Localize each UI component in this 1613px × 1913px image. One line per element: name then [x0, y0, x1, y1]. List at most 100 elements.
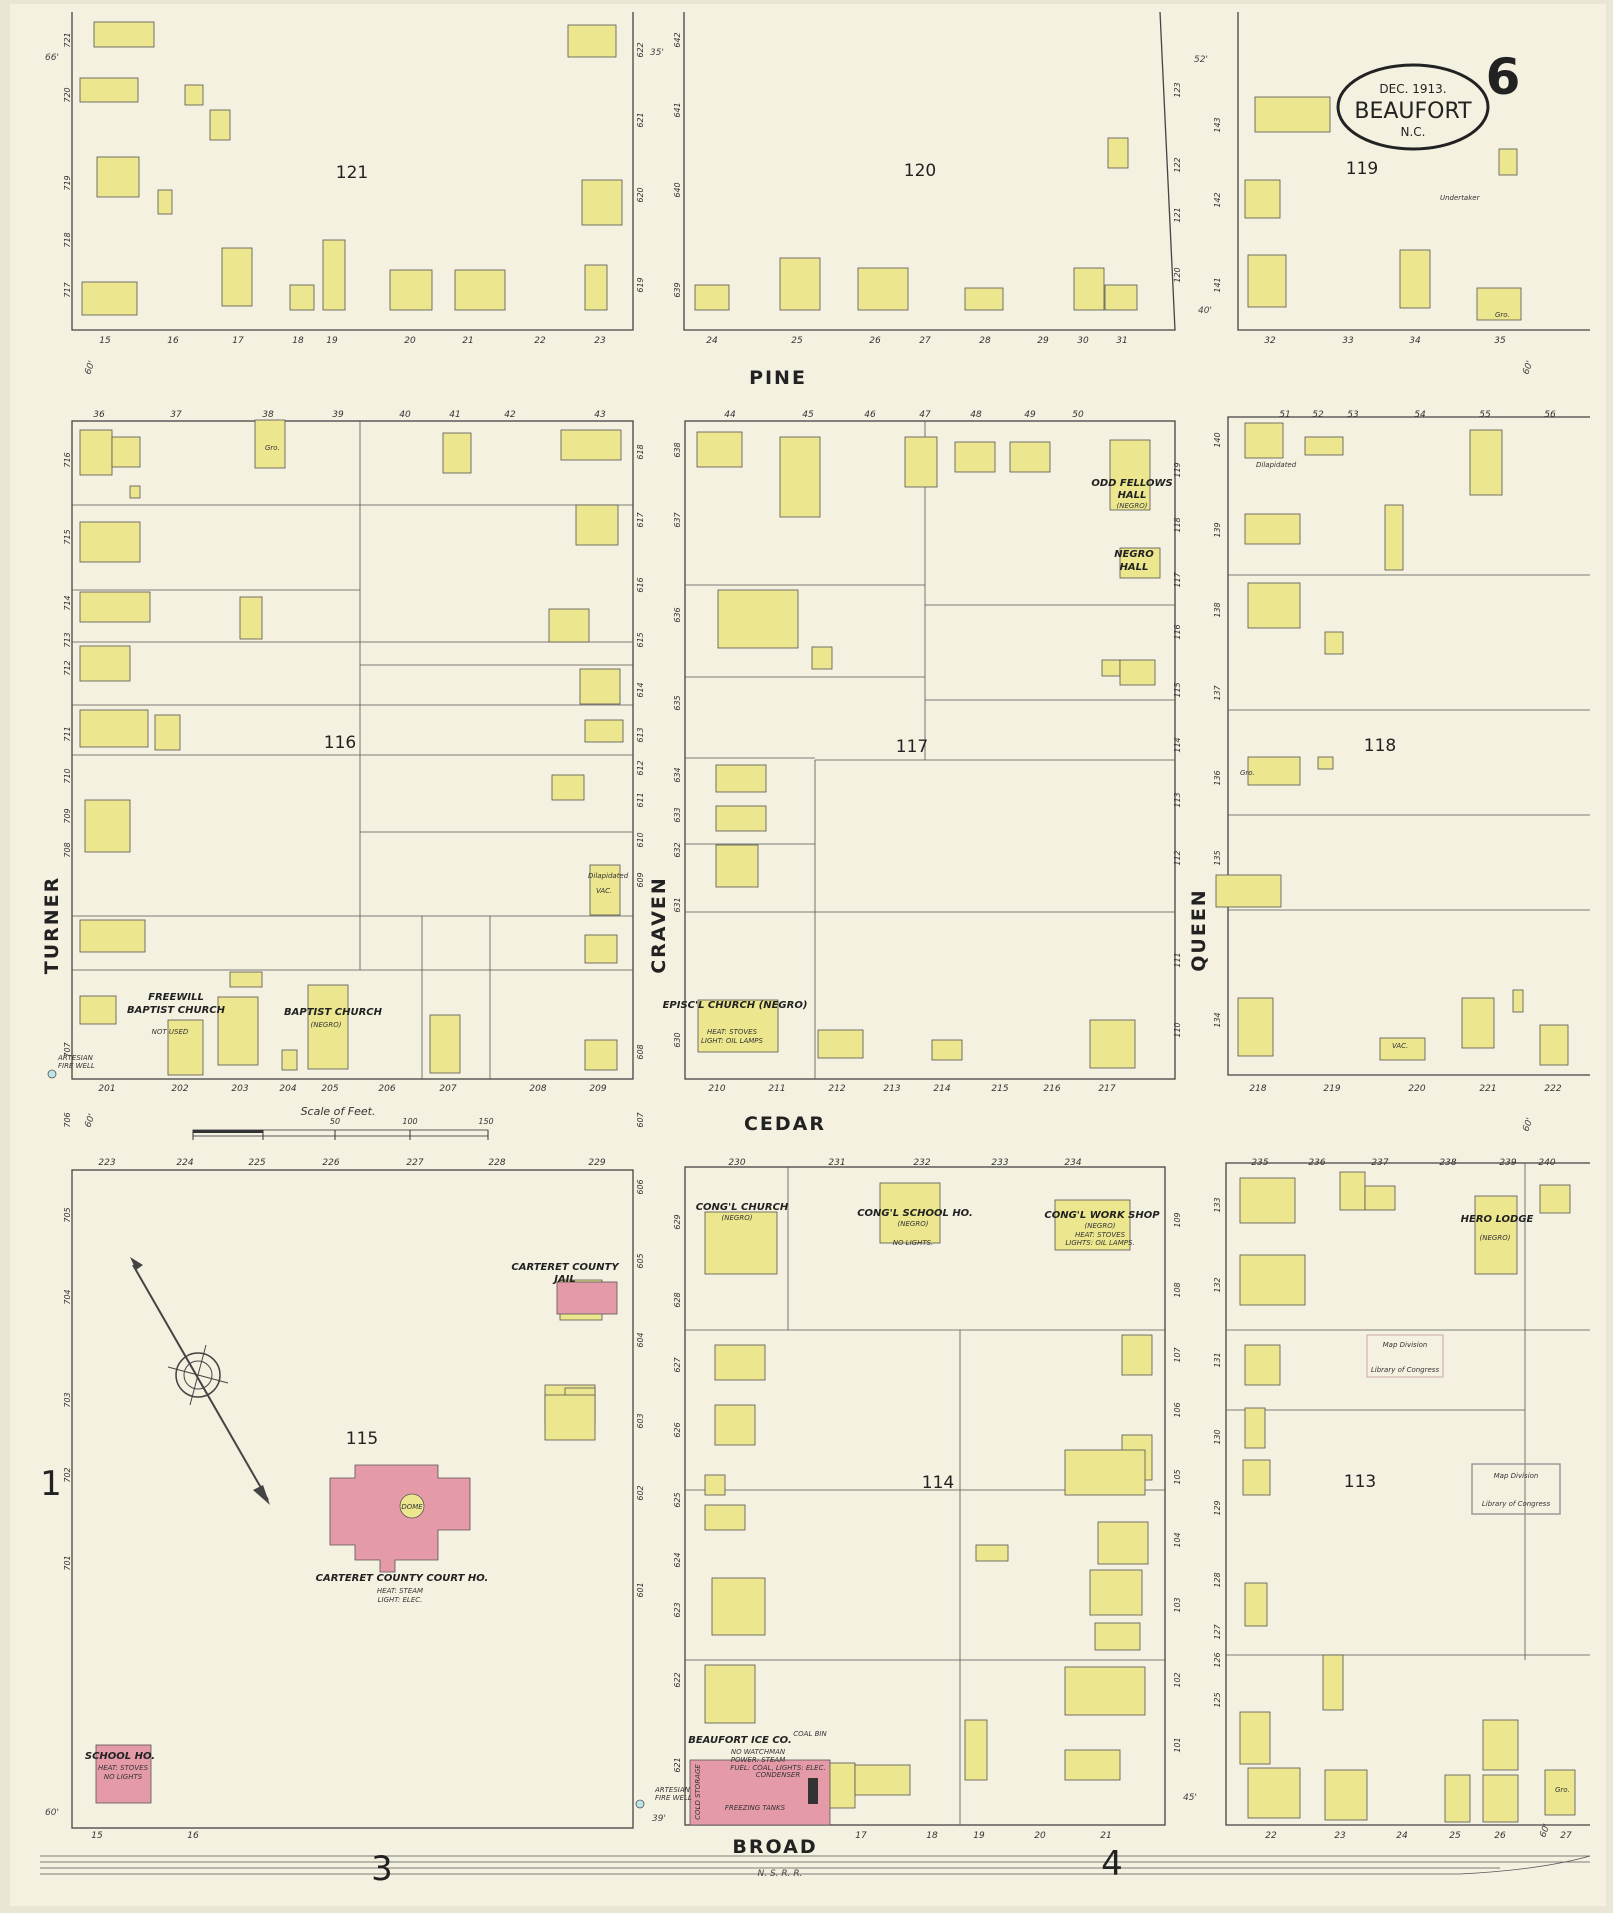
lot-number: 52	[1312, 410, 1324, 420]
house-number: 113	[1173, 792, 1182, 807]
house-number: 620	[636, 187, 645, 202]
svg-text:50: 50	[330, 1117, 340, 1126]
block-116-outline	[71, 420, 634, 1080]
svg-text:NOT USED: NOT USED	[152, 1028, 189, 1036]
lot-number: 37	[170, 410, 182, 420]
lot-number: 240	[1538, 1158, 1555, 1168]
railroad-label: N. S. R. R.	[758, 1869, 803, 1879]
house-number: 136	[1213, 770, 1222, 785]
lot-number: 35	[1494, 336, 1506, 346]
lot-number: 28	[979, 336, 991, 346]
svg-text:(NEGRO): (NEGRO)	[1085, 1222, 1116, 1230]
svg-text:HERO LODGE: HERO LODGE	[1461, 1214, 1534, 1225]
cedar-street: CEDAR	[744, 1113, 826, 1135]
lot-number: 225	[248, 1158, 265, 1168]
house-number: 619	[636, 277, 645, 292]
block-118-outline	[1227, 416, 1590, 1076]
svg-text:FIRE WELL: FIRE WELL	[58, 1062, 95, 1070]
lot-number: 43	[594, 410, 606, 420]
svg-text:100: 100	[402, 1117, 417, 1126]
lot-number: 204	[279, 1084, 296, 1094]
lot-number: 224	[176, 1158, 193, 1168]
lot-number: 26	[869, 336, 881, 346]
lot-number: 50	[1072, 410, 1084, 420]
svg-text:HALL: HALL	[1120, 562, 1149, 573]
queen-street: QUEEN	[1188, 888, 1210, 971]
house-number: 112	[1173, 850, 1182, 865]
block-119: 119	[1346, 159, 1378, 179]
lot-number: 51	[1279, 410, 1290, 420]
lot-number: 218	[1249, 1084, 1266, 1094]
sheet-number: 6	[1486, 48, 1521, 106]
house-number: 638	[673, 442, 682, 457]
lot-number: 53	[1347, 410, 1359, 420]
turner-street: TURNER	[41, 876, 63, 975]
lot-number: 19	[973, 1831, 985, 1841]
svg-text:FREEWILL: FREEWILL	[148, 992, 204, 1003]
lot-number: 25	[1449, 1831, 1461, 1841]
house-number: 701	[63, 1555, 72, 1570]
block-115: 115	[346, 1429, 378, 1449]
house-number: 141	[1213, 277, 1222, 292]
svg-text:NO LIGHTS.: NO LIGHTS.	[893, 1239, 934, 1247]
house-number: 702	[63, 1467, 72, 1482]
house-number: 126	[1213, 1652, 1222, 1667]
lot-number: 15	[91, 1831, 103, 1841]
lot-number: 212	[828, 1084, 845, 1094]
svg-text:60': 60'	[1521, 1117, 1535, 1134]
house-number: 114	[1173, 737, 1182, 752]
svg-text:VAC.: VAC.	[596, 887, 612, 895]
svg-text:FUEL: COAL, LIGHTS: ELEC.: FUEL: COAL, LIGHTS: ELEC.	[730, 1764, 825, 1772]
house-number: 712	[63, 660, 72, 675]
house-number: 710	[63, 768, 72, 783]
lot-number: 223	[98, 1158, 115, 1168]
jail-building	[556, 1281, 618, 1315]
svg-text:COAL BIN: COAL BIN	[793, 1730, 827, 1738]
house-number: 109	[1173, 1212, 1182, 1227]
svg-text:Undertaker: Undertaker	[1440, 194, 1481, 202]
lot-number: 18	[926, 1831, 938, 1841]
block-118: 118	[1364, 736, 1396, 756]
house-number: 134	[1213, 1012, 1222, 1027]
block-120: 120	[904, 161, 936, 181]
svg-text:Map Division: Map Division	[1383, 1341, 1428, 1349]
house-number: 601	[636, 1582, 645, 1597]
svg-text:Gro.: Gro.	[265, 444, 280, 452]
lot-number: 237	[1371, 1158, 1388, 1168]
lot-number: 22	[1265, 1831, 1277, 1841]
svg-text:NO WATCHMAN: NO WATCHMAN	[731, 1748, 786, 1756]
lot-number: 33	[1342, 336, 1354, 346]
svg-text:Dilapidated: Dilapidated	[588, 872, 629, 880]
house-number: 607	[636, 1111, 645, 1127]
svg-text:POWER: STEAM: POWER: STEAM	[731, 1756, 786, 1764]
lot-number: 54	[1414, 410, 1426, 420]
map-city: BEAUFORT	[1354, 99, 1472, 124]
svg-text:(NEGRO): (NEGRO)	[722, 1214, 753, 1222]
lot-number: 221	[1479, 1084, 1496, 1094]
house-number: 622	[673, 1672, 682, 1687]
house-number: 624	[673, 1552, 682, 1567]
lot-number: 17	[232, 336, 244, 346]
lot-number: 220	[1408, 1084, 1425, 1094]
house-number: 138	[1213, 602, 1222, 617]
lot-number: 24	[706, 336, 718, 346]
house-number: 614	[636, 682, 645, 697]
house-number: 611	[636, 792, 645, 807]
house-number: 709	[63, 808, 72, 823]
lot-number: 233	[991, 1158, 1008, 1168]
house-number: 116	[1173, 624, 1182, 639]
lot-number: 231	[828, 1158, 845, 1168]
house-number: 631	[673, 897, 682, 912]
lot-number: 47	[919, 410, 931, 420]
house-number: 627	[673, 1356, 682, 1372]
lot-number: 206	[378, 1084, 395, 1094]
svg-text:HEAT: STOVES: HEAT: STOVES	[1075, 1231, 1126, 1239]
lot-number: 214	[933, 1084, 950, 1094]
house-number: 636	[673, 607, 682, 622]
svg-text:Dilapidated: Dilapidated	[1256, 461, 1297, 469]
house-number: 121	[1173, 207, 1182, 222]
svg-text:3: 3	[371, 1849, 393, 1889]
lot-number: 234	[1064, 1158, 1081, 1168]
lot-number: 19	[326, 336, 338, 346]
block-114-outline	[684, 1166, 1166, 1826]
